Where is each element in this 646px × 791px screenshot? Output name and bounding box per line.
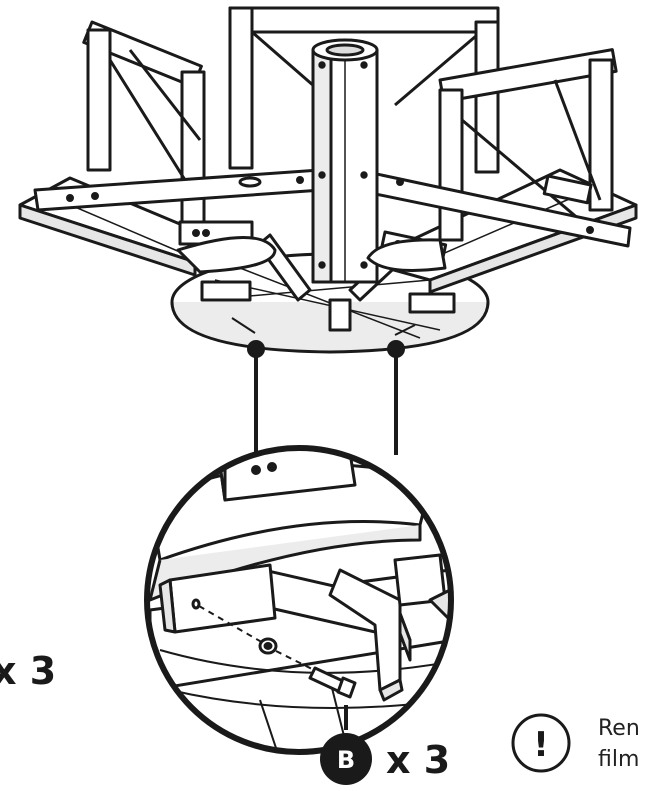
notice-symbol: ! <box>533 725 549 765</box>
leg-block-left <box>200 280 252 302</box>
left-seat-round <box>176 236 277 274</box>
badge-letter: B <box>337 746 355 774</box>
notice: ! Ren film <box>511 713 640 773</box>
zoom-circle-frame <box>144 445 454 755</box>
left-long-rail <box>33 168 324 212</box>
left-quantity: x 3 <box>0 649 56 693</box>
center-post <box>311 38 379 284</box>
notice-line-1: Ren <box>598 716 640 741</box>
bolt-b <box>308 666 357 699</box>
zoom-detail <box>144 445 454 755</box>
notice-line-2: film <box>598 747 639 772</box>
right-seat-round <box>366 238 447 272</box>
badge-quantity: x 3 <box>386 738 450 782</box>
bolt-b-badge-icon <box>320 733 372 785</box>
hardware-callout: B x 3 <box>320 733 450 785</box>
exclamation-circle-icon <box>511 713 571 773</box>
callout-lines <box>247 340 405 455</box>
table-frame-assembly <box>18 6 638 354</box>
back-frame-top-rail <box>228 6 500 34</box>
